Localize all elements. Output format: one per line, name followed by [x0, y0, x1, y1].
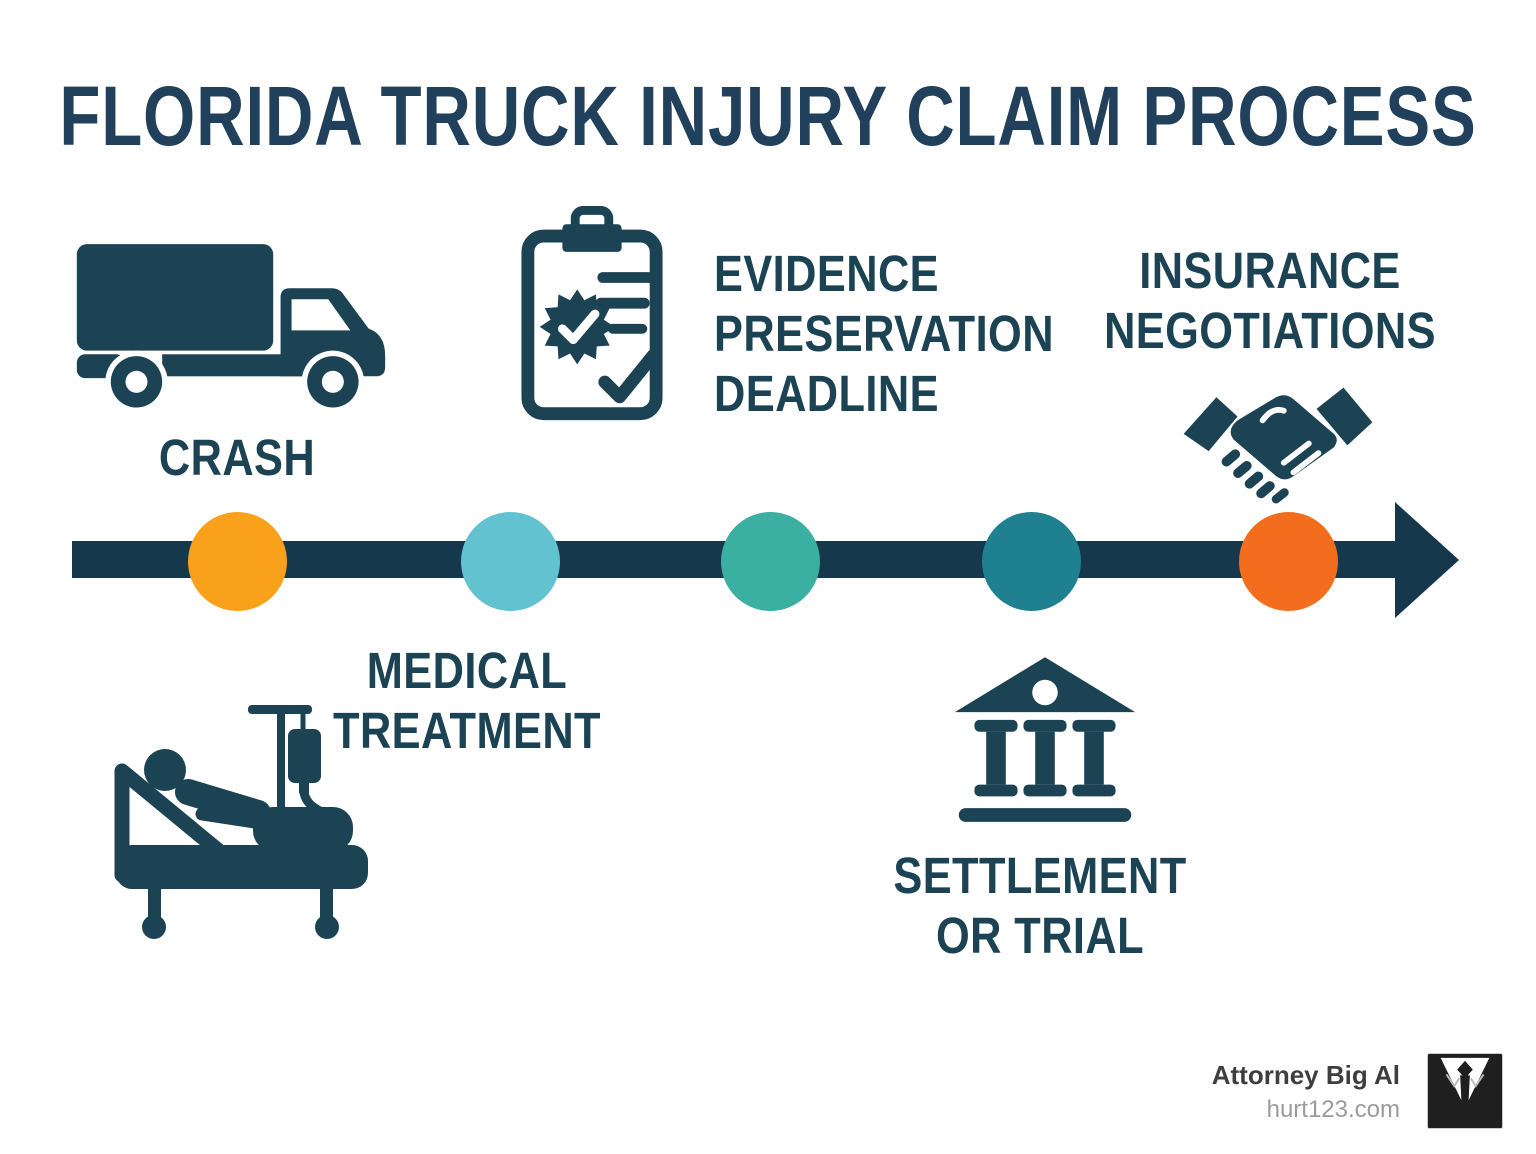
timeline-dot-settlement-or-trial: [982, 512, 1081, 611]
step-label-line: PRESERVATION: [714, 305, 1054, 362]
footer-brand-name: Attorney Big Al: [1211, 1060, 1400, 1090]
step-label-crash: CRASH: [159, 428, 315, 488]
step-label-line: OR TRIAL: [935, 907, 1145, 964]
step-label-settlement-or-trial: SETTLEMENT OR TRIAL: [893, 846, 1186, 966]
evidence-clipboard-icon: [518, 206, 666, 424]
step-label-line: INSURANCE: [1139, 242, 1401, 299]
timeline-dot-insurance-negotiations: [1239, 512, 1338, 611]
page-title: FLORIDA TRUCK INJURY CLAIM PROCESS: [59, 69, 1477, 163]
step-label-line: TREATMENT: [333, 702, 601, 759]
step-label-line: EVIDENCE: [714, 245, 940, 302]
truck-icon: [75, 236, 387, 412]
handshake-icon: [1180, 378, 1376, 508]
timeline-dot-crash: [188, 512, 287, 611]
step-label-line: SETTLEMENT: [893, 847, 1187, 904]
step-label-line: MEDICAL: [366, 642, 568, 699]
timeline-dot-medical-treatment: [461, 512, 560, 611]
hospital-bed-icon: [108, 695, 403, 950]
courthouse-icon: [947, 655, 1143, 827]
attorney-suit-logo-icon: [1427, 1053, 1503, 1129]
step-label-line: DEADLINE: [714, 365, 939, 422]
footer-website-link[interactable]: hurt123.com: [1266, 1096, 1400, 1123]
step-label-evidence-preservation-deadline: EVIDENCE PRESERVATION DEADLINE: [714, 244, 1054, 424]
timeline-dot-evidence-preservation: [721, 512, 820, 611]
step-label-medical-treatment: MEDICAL TREATMENT: [333, 641, 601, 761]
timeline-arrowhead: [1395, 502, 1459, 618]
step-label-line: NEGOTIATIONS: [1104, 302, 1436, 359]
step-label-line: CRASH: [158, 429, 316, 486]
step-label-insurance-negotiations: INSURANCE NEGOTIATIONS: [1104, 241, 1436, 361]
